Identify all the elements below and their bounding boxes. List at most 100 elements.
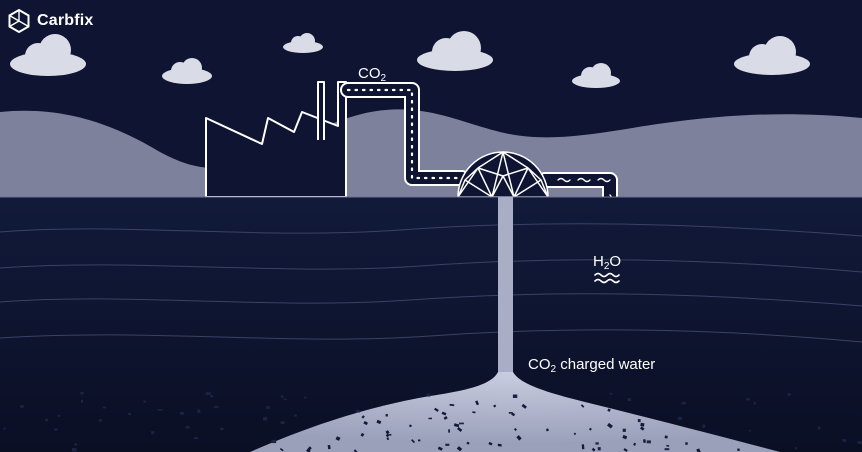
ground-speck [508,412,513,414]
rock-speck [516,435,522,441]
carbfix-logo-icon [8,9,30,33]
rock-speck [607,422,613,429]
ground-speck [857,441,862,444]
rock-speck [279,448,284,452]
ground-speck [459,422,464,425]
ground-speck [677,416,682,420]
cloud-icon [734,36,810,75]
ground-speck [266,406,270,409]
ground-speck [98,419,103,422]
rock-speck [493,404,497,408]
brand-name: Carbfix [37,12,94,29]
rock-speck [685,442,688,445]
rock-speck [737,448,740,452]
ground-speck [283,398,287,401]
ground-speck [795,447,798,450]
rock-speck [376,419,382,425]
rock-speck [441,411,447,416]
rock-speck [363,421,368,426]
rock-speck [361,415,365,419]
ground-speck [3,427,6,430]
rock-speck [386,437,390,441]
rock-speck [622,434,628,440]
ground-speck [355,410,361,413]
rock-speck [449,403,455,407]
ground-speck [597,447,601,451]
ground-speck [304,396,307,399]
dome-icon [457,151,549,198]
ground-speck [280,395,284,398]
ground-speck [102,406,107,409]
rock-speck [581,444,585,450]
ground-speck [72,448,77,452]
injection-well [498,197,513,375]
rock-speck [513,428,517,432]
basalt-rock [250,372,780,452]
ground-speck [20,405,24,408]
rock-speck [434,407,439,412]
ground-speck [74,443,78,446]
rock-speck [353,449,358,452]
cloud-icon [572,63,620,88]
ground-speck [646,440,651,444]
rock-speck [385,430,390,435]
rock-speck [360,432,365,437]
rock-speck [443,415,448,420]
ground-speck [595,442,599,445]
rock-speck [580,404,585,408]
rock-speck [633,442,637,446]
rock-speck [475,400,480,406]
co2-label: CO2 [358,65,387,84]
rock-speck [696,448,702,452]
rock-speck [409,424,412,428]
rock-speck [497,443,502,447]
ground-speck [746,398,750,401]
ground-specks [3,392,862,452]
ground-speck [294,414,297,417]
ground-speck [271,440,277,444]
rock-speck [448,429,450,433]
ground-speck [220,427,224,431]
rock-speck [418,439,421,442]
ground-speck [54,428,58,431]
ground-speck [143,400,146,403]
ground-speck [842,439,847,442]
ground-speck [151,431,155,435]
water-wave-icon [594,272,620,284]
rock-speck [410,439,416,444]
ground-speck [637,419,641,423]
ground-speck [193,437,198,440]
ground-speck [180,412,185,415]
ground-speck [748,430,751,432]
ground-speck [445,443,450,446]
ground-speck [426,393,431,397]
h2o-label: H2O [593,253,622,272]
ground-speck [81,399,83,403]
cloud-icon [417,31,493,71]
ground-speck [80,392,84,395]
cloud-icon [162,58,212,84]
rock-specks [279,400,740,452]
ground-speck [622,428,626,432]
ground-speck [185,426,190,429]
rock-speck [327,444,331,450]
ground-speck [512,394,518,398]
rock-speck [472,411,476,414]
rock-speck [666,444,670,447]
rock-speck [640,426,645,431]
cloud-icon [283,33,323,53]
rock-speck [456,426,463,432]
ground-speck [702,424,706,428]
rock-speck [623,448,628,452]
ground-speck [280,421,285,424]
rock-speck [521,403,527,409]
ground-speck [817,426,821,430]
brand: Carbfix [8,9,94,33]
co2-charged-water-label: CO2 charged water [528,356,656,375]
ground-speck [157,409,163,411]
ground-speck [388,434,392,436]
ground-speck [428,417,432,420]
rock-speck [607,408,611,412]
rock-speck [588,427,592,431]
